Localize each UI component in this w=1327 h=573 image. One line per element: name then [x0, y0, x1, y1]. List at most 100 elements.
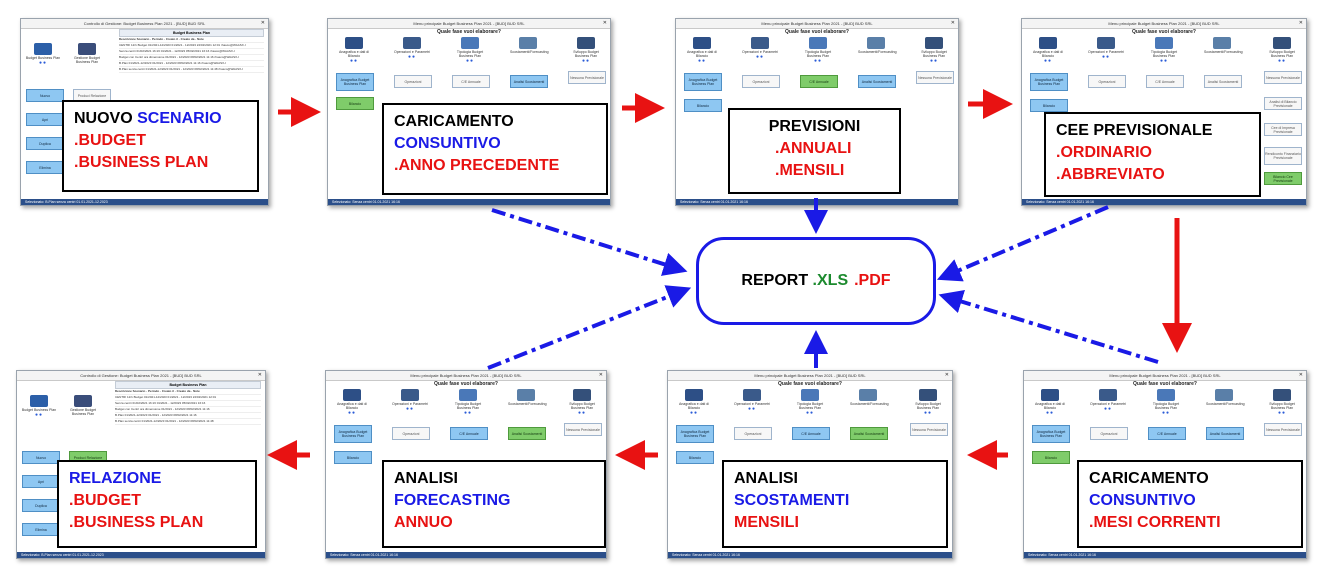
window-title: Menu principale Budget Business Plan 202… [668, 371, 952, 381]
bilancio-button[interactable]: Bilancio [334, 451, 372, 464]
analisi-scostamenti-button[interactable]: Analisi Scostamenti [858, 75, 896, 88]
flow-icon [1215, 389, 1233, 401]
nessuna-previsionale-button[interactable]: Nessuna Previsionale [916, 71, 954, 84]
table-row[interactable]: B.Plan senza centri 01/2021-12/2023 01/2… [119, 67, 264, 73]
calendar-icon [1097, 37, 1115, 49]
operazioni-button[interactable]: Operazioni [1088, 75, 1126, 88]
operazioni-button[interactable]: Operazioni [1090, 427, 1128, 440]
module-sviluppo: Sviluppo Budget Business Plan●● [1264, 37, 1300, 64]
analisi-scostamenti-button[interactable]: Analisi Scostamenti [508, 427, 546, 440]
nuovo-button[interactable]: Nuovo [22, 451, 60, 464]
status-bar: Selezionato: Senza centri 01.01.2021 16:… [326, 552, 606, 558]
bank-icon [1041, 389, 1059, 401]
module-anagrafica: Anagrafica e dati di Bilancio●● [1032, 389, 1068, 416]
chart-icon [801, 389, 819, 401]
flow-icon [867, 37, 885, 49]
bilancio-button[interactable]: Bilancio [1032, 451, 1070, 464]
status-bar: Selezionato: B.Plan senza centri 01.01.2… [17, 552, 265, 558]
nessuna-previsionale-button[interactable]: Nessuna Previsionale [1264, 423, 1302, 436]
table-row[interactable]: CENTRI 12/1 Budget 01/2021-12/2023 01/20… [115, 395, 261, 401]
bank-icon [693, 37, 711, 49]
scenario-table: Budget Business Plan Descrizione Scenari… [115, 381, 261, 441]
anagrafica-button[interactable]: Anagrafica Budget Business Plan [684, 73, 722, 91]
duplica-button[interactable]: Duplica [26, 137, 64, 150]
label-line: CARICAMENTO [394, 113, 514, 130]
nessuna-previsionale-button[interactable]: Nessuna Previsionale [910, 423, 948, 436]
table-header: Descrizione Scenario · Periodo · Creato … [119, 37, 264, 43]
label-line: MENSILI [734, 514, 799, 531]
menu-question: Quale fase vuoi elaborare? [785, 29, 849, 35]
close-icon: ✕ [950, 20, 955, 26]
label-previsioni: PREVISIONI .ANNUALI .MENSILI [728, 108, 901, 194]
ce-annuale-button[interactable]: C/E Annuale [792, 427, 830, 440]
nessuna-previsionale-button[interactable]: Nessuna Previsionale [568, 71, 606, 84]
table-row[interactable]: Senza centri 01/02/2021 16:16 01/2021 - … [115, 401, 261, 407]
report-node: REPORT .XLS .PDF [696, 237, 936, 325]
elimina-button[interactable]: Elimina [22, 523, 60, 536]
module-anagrafica: Anagrafica e dati di Bilancio●● [684, 37, 720, 64]
table-row[interactable]: B.Plan senza centri 01/2021-12/2023 01/2… [115, 419, 261, 425]
status-bar: Selezionato: Senza centri 01.01.2021 16:… [1024, 552, 1306, 558]
status-bar: Selezionato: Senza centri 01.01.2021 16:… [328, 199, 610, 205]
ce-annuale-button[interactable]: C/E Annuale [800, 75, 838, 88]
module-scostamenti: Scostamenti/Forecasting [508, 389, 547, 406]
analisi-bilancio-button[interactable]: Analisi di Bilancio Previsionale [1264, 97, 1302, 110]
bilancio-button[interactable]: Bilancio [336, 97, 374, 110]
table-row[interactable]: CENTRI 12/1 Budget 01/2021-12/2023 01/20… [119, 43, 264, 49]
close-icon: ✕ [944, 372, 949, 378]
rendiconto-button[interactable]: Rendiconto Finanziario Previsionale [1264, 147, 1302, 165]
flow-icon [859, 389, 877, 401]
label-line: .BUSINESS PLAN [69, 514, 204, 531]
analisi-scostamenti-button[interactable]: Analisi Scostamenti [1204, 75, 1242, 88]
table-row[interactable]: B.Plan 01/2021-12/2023 01/2021 - 12/2023… [119, 61, 264, 67]
anagrafica-button[interactable]: Anagrafica Budget Business Plan [1030, 73, 1068, 91]
label-line: CEE PREVISIONALE [1056, 122, 1213, 139]
bilancio-button[interactable]: Bilancio [684, 99, 722, 112]
label-line: FORECASTING [394, 492, 511, 509]
label-relazione: RELAZIONE .BUDGET .BUSINESS PLAN [57, 460, 257, 548]
bank-icon [343, 389, 361, 401]
operazioni-button[interactable]: Operazioni [734, 427, 772, 440]
anagrafica-button[interactable]: Anagrafica Budget Business Plan [1032, 425, 1070, 443]
sidebar: Budget Business Plan●● Gestione Budget B… [21, 29, 121, 199]
analisi-scostamenti-button[interactable]: Analisi Scostamenti [850, 427, 888, 440]
gestione-module: Gestione Budget Business Plan [65, 395, 101, 416]
module-anagrafica: Anagrafica e dati di Bilancio●● [336, 37, 372, 64]
module-operazioni: Operazioni e Parametri●● [742, 37, 778, 60]
cee-impresa-button[interactable]: Cee di Impresa Previsionale [1264, 123, 1302, 136]
anagrafica-button[interactable]: Anagrafica Budget Business Plan [676, 425, 714, 443]
label-cee-previsionale: CEE PREVISIONALE .ORDINARIO .ABBREVIATO [1044, 112, 1261, 197]
table-row[interactable]: Budget con Centri ora dimensione 01/2021… [115, 407, 261, 413]
report-pdf: .PDF [854, 272, 891, 289]
calculator-icon [919, 389, 937, 401]
analisi-scostamenti-button[interactable]: Analisi Scostamenti [1206, 427, 1244, 440]
apri-button[interactable]: Apri [26, 113, 64, 126]
ce-annuale-button[interactable]: C/E Annuale [1148, 427, 1186, 440]
bilancio-cee-button[interactable]: Bilancio Cee Previsionale [1264, 172, 1302, 185]
nessuna-previsionale-button[interactable]: Nessuna Previsionale [1264, 71, 1302, 84]
table-row[interactable]: Senza centri 01/02/2021 16:16 01/2021 - … [119, 49, 264, 55]
table-row[interactable]: B.Plan 01/2021-12/2023 01/2021 - 12/2023… [115, 413, 261, 419]
label-line: .MENSILI [775, 162, 845, 179]
ce-annuale-button[interactable]: C/E Annuale [452, 75, 490, 88]
ce-annuale-button[interactable]: C/E Annuale [1146, 75, 1184, 88]
anagrafica-button[interactable]: Anagrafica Budget Business Plan [334, 425, 372, 443]
table-title: Budget Business Plan [119, 29, 264, 37]
window-title: Menu principale Budget Business Plan 202… [328, 19, 610, 29]
nuovo-button[interactable]: Nuovo [26, 89, 64, 102]
elimina-button[interactable]: Elimina [26, 161, 64, 174]
bilancio-button[interactable]: Bilancio [676, 451, 714, 464]
duplica-button[interactable]: Duplica [22, 499, 60, 512]
analisi-scostamenti-button[interactable]: Analisi Scostamenti [510, 75, 548, 88]
operazioni-button[interactable]: Operazioni [392, 427, 430, 440]
table-row[interactable]: Budget con Centri ora dimensione 01/2021… [119, 55, 264, 61]
operazioni-button[interactable]: Operazioni [394, 75, 432, 88]
label-line: NUOVO [74, 110, 138, 127]
module-operazioni: Operazioni e Parametri●● [1090, 389, 1126, 412]
module-operazioni: Operazioni e Parametri●● [1088, 37, 1124, 60]
ce-annuale-button[interactable]: C/E Annuale [450, 427, 488, 440]
anagrafica-button[interactable]: Anagrafica Budget Business Plan [336, 73, 374, 91]
bilancio-button[interactable]: Bilancio [1030, 99, 1068, 112]
nessuna-previsionale-button[interactable]: Nessuna Previsionale [564, 423, 602, 436]
operazioni-button[interactable]: Operazioni [742, 75, 780, 88]
